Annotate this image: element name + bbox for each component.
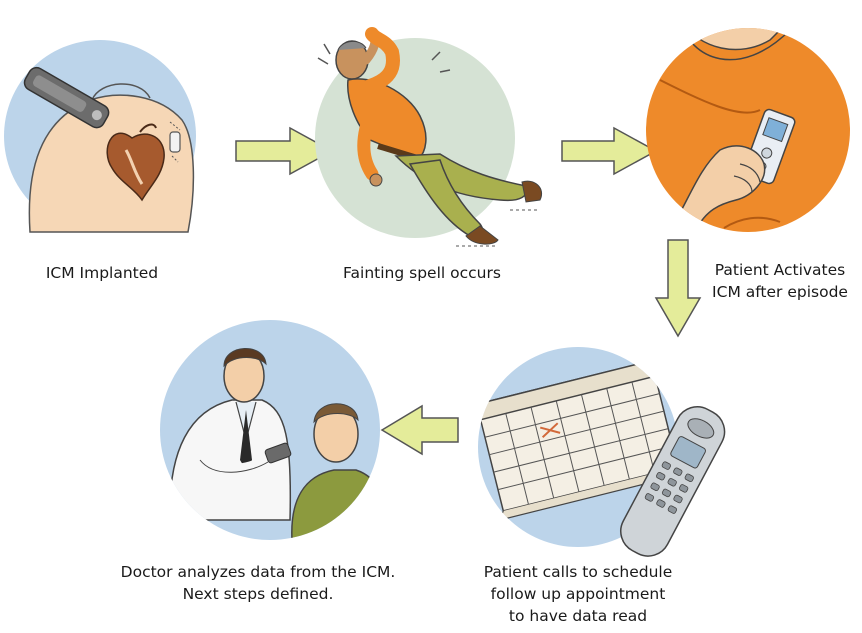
insertion-tool-icon [23,66,110,129]
arrow-down-icon [654,239,702,338]
step-4-caption: Patient calls to schedule follow up appo… [483,563,673,625]
step-1-caption: ICM Implanted [45,264,159,282]
step-2-caption: Fainting spell occurs [343,264,501,282]
step-3-circle [646,28,850,232]
arrow-right-icon [235,126,334,176]
phone-icon [620,406,726,557]
step-1-illustration [4,40,196,233]
step-5-caption: Doctor analyzes data from the ICM. Next … [120,563,396,603]
arrow-right-icon [561,126,658,176]
step-3-caption: Patient Activates ICM after episode [712,261,848,301]
step-3-illustration [646,28,850,232]
step-2-illustration [315,27,542,247]
step-4-illustration [478,347,726,557]
icm-device-icon [169,131,181,153]
heart-icon [106,123,165,202]
arrow-left-icon [380,404,459,456]
step-5-illustration [160,320,380,540]
